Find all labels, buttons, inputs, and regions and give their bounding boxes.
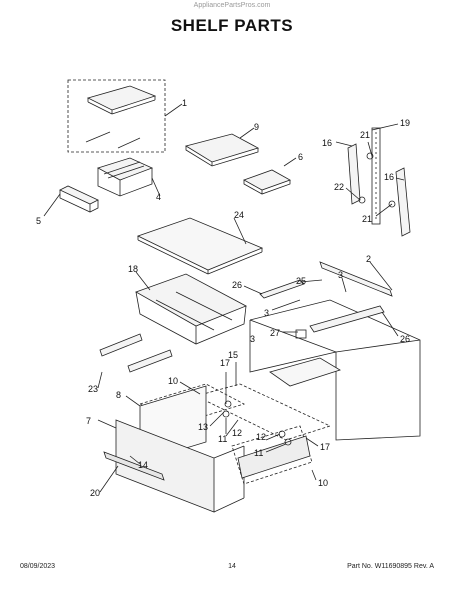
callout-18: 18 [128,264,138,274]
part-2-rail [319,261,393,297]
part-23-divider-2 [127,349,173,373]
part-9-shelf [184,133,260,163]
cabinet-inner-floor [269,357,341,387]
callout-3-a: 3 [338,270,343,280]
callout-17-upper: 17 [220,358,230,368]
callout-5: 5 [36,216,41,226]
callout-20: 20 [90,488,100,498]
callout-17-lower: 17 [320,442,330,452]
part-27-clip [295,329,307,339]
part-24-glass-shelf [136,217,264,271]
callout-12-upper: 12 [232,428,242,438]
callout-3-b: 3 [264,308,269,318]
callout-25: 25 [296,276,306,286]
page-title: SHELF PARTS [170,16,294,35]
callout-24: 24 [234,210,244,220]
part-10-bracket-lower [231,425,313,485]
part-15-group-box [194,383,332,441]
callout-2: 2 [366,254,371,264]
callout-19: 19 [400,118,410,128]
part-16-rail-right [395,167,411,237]
footer-part-number: Part No. W11690895 Rev. A [347,563,434,570]
callout-26-upper: 26 [232,280,242,290]
callout-26-lower: 26 [400,334,410,344]
part-1-shelf [86,85,157,111]
callout-10-lower: 10 [318,478,328,488]
callout-6: 6 [298,152,303,162]
callout-11-lower: 11 [254,448,263,458]
callout-7: 7 [86,416,91,426]
part-5-bracket [59,185,99,205]
callout-16-lower: 16 [384,172,394,182]
callout-13: 13 [198,422,208,432]
part-26-rail-upper [259,279,305,299]
part-6-shelf [243,169,291,191]
callout-21-upper: 21 [360,130,370,140]
callout-16-upper: 16 [322,138,332,148]
callout-14: 14 [138,460,148,470]
part-26-rail-lower [309,305,385,333]
footer-page-number: 14 [228,563,236,570]
callout-3-c: 3 [250,334,255,344]
footer-date: 08/09/2023 [20,563,56,570]
watermark: AppliancePartsPros.com [193,2,271,9]
callout-8: 8 [116,390,121,400]
cabinet-body [249,299,421,441]
callout-21-lower: 21 [362,214,372,224]
part-20-handle [103,451,165,481]
callout-11-upper: 11 [218,434,227,444]
part-4-basket [96,157,154,181]
part-19-rail [371,127,381,225]
callout-10-upper: 10 [168,376,178,386]
callout-22: 22 [334,182,344,192]
part-23-divider-1 [99,333,143,357]
callout-15: 15 [228,350,238,360]
callout-23: 23 [88,384,98,394]
callout-4: 4 [156,192,161,202]
callout-9: 9 [254,122,259,132]
callout-12-lower: 12 [256,432,266,442]
callout-1: 1 [182,98,187,108]
callout-27: 27 [270,328,280,338]
part-12-block [237,435,311,479]
